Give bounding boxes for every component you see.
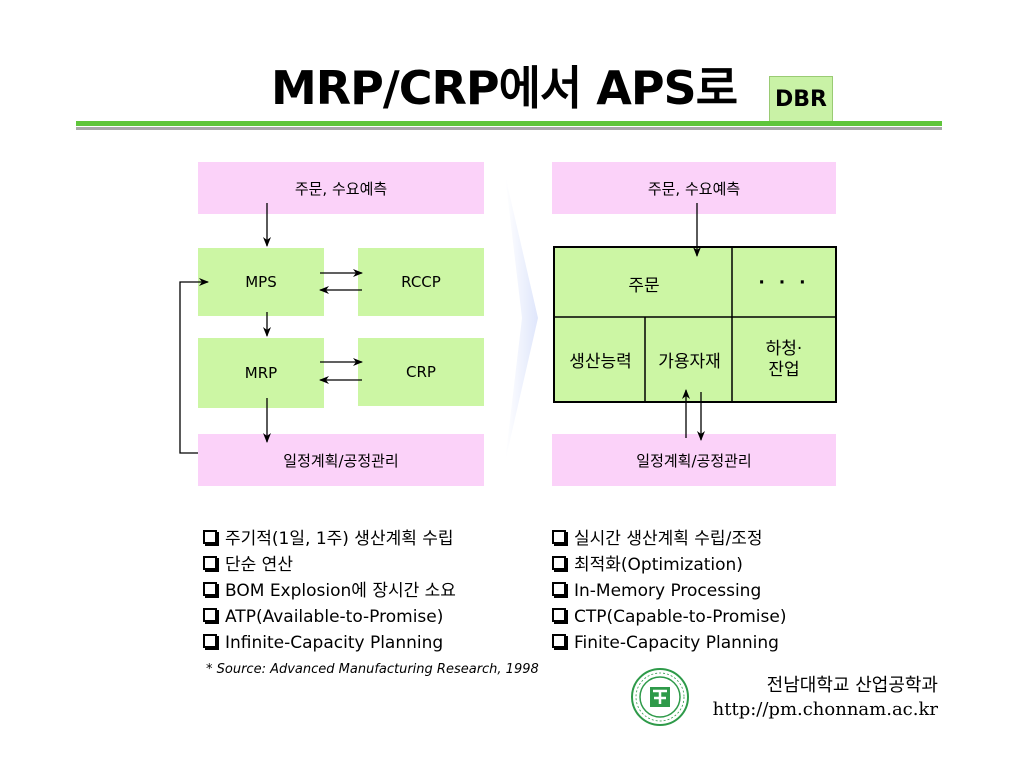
right-note-item: Finite-Capacity Planning xyxy=(552,630,786,656)
page-title-text: MRP/CRP에서 APS로 xyxy=(270,61,738,115)
left-notes: 주기적(1일, 1주) 생산계획 수립 단순 연산 BOM Explosion에… xyxy=(203,526,456,656)
crp-box: CRP xyxy=(358,338,484,406)
university-credit: 전남대학교 산업공학과 http://pm.chonnam.ac.kr xyxy=(700,674,938,722)
checkbox-bullet-icon xyxy=(552,608,566,622)
checkbox-bullet-icon xyxy=(552,582,566,596)
checkbox-bullet-icon xyxy=(203,582,217,596)
title-rule xyxy=(76,121,942,126)
left-note-item: Infinite-Capacity Planning xyxy=(203,630,456,656)
source-citation: * Source: Advanced Manufacturing Researc… xyxy=(206,662,539,677)
right-demand-box: 주문, 수요예측 xyxy=(552,162,836,214)
mps-box: MPS xyxy=(198,248,324,316)
left-schedule-box: 일정계획/공정관리 xyxy=(198,434,484,486)
university-seal-icon xyxy=(631,668,689,726)
dbr-badge: DBR xyxy=(769,76,833,122)
checkbox-bullet-icon xyxy=(203,634,217,648)
checkbox-bullet-icon xyxy=(203,608,217,622)
capacity-cell: 생산능력 xyxy=(569,352,632,372)
university-url[interactable]: http://pm.chonnam.ac.kr xyxy=(712,699,938,720)
checkbox-bullet-icon xyxy=(552,634,566,648)
right-schedule-box: 일정계획/공정관리 xyxy=(552,434,836,486)
page-title: MRP/CRP에서 APS로 xyxy=(0,52,1024,118)
right-note-item: In-Memory Processing xyxy=(552,578,786,604)
ellipsis-cell: · · · xyxy=(758,273,810,293)
feedback-loop-arrow xyxy=(179,278,209,454)
right-note-item: CTP(Capable-to-Promise) xyxy=(552,604,786,630)
left-note-item: 주기적(1일, 1주) 생산계획 수립 xyxy=(203,526,456,552)
left-demand-box: 주문, 수요예측 xyxy=(198,162,484,214)
checkbox-bullet-icon xyxy=(552,556,566,570)
checkbox-bullet-icon xyxy=(203,530,217,544)
mrp-box: MRP xyxy=(198,338,324,408)
right-notes: 실시간 생산계획 수립/조정 최적화(Optimization) In-Memo… xyxy=(552,526,786,656)
checkbox-bullet-icon xyxy=(552,530,566,544)
left-note-item: ATP(Available-to-Promise) xyxy=(203,604,456,630)
left-note-item: 단순 연산 xyxy=(203,552,456,578)
left-note-item: BOM Explosion에 장시간 소요 xyxy=(203,578,456,604)
university-name: 전남대학교 산업공학과 xyxy=(766,675,938,696)
right-note-item: 최적화(Optimization) xyxy=(552,552,786,578)
order-cell: 주문 xyxy=(628,275,660,296)
materials-cell: 가용자재 xyxy=(658,352,721,372)
rccp-box: RCCP xyxy=(358,248,484,316)
title-rule-shadow xyxy=(76,127,942,130)
checkbox-bullet-icon xyxy=(203,556,217,570)
right-note-item: 실시간 생산계획 수립/조정 xyxy=(552,526,786,552)
aps-grid: 주문 · · · 생산능력 가용자재 하청· 잔업 xyxy=(553,246,837,403)
subcontract-cell: 하청· 잔업 xyxy=(765,338,803,380)
